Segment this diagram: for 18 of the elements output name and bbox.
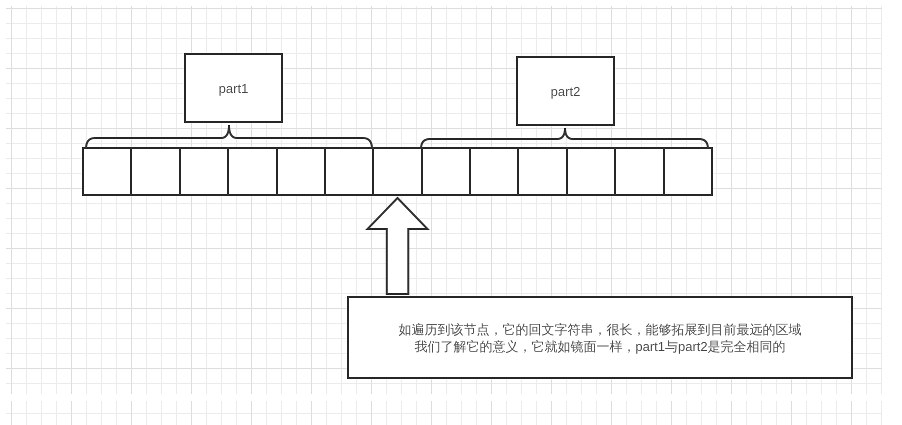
- array-cell: [82, 147, 132, 196]
- part-box: part1: [184, 53, 283, 123]
- array-cell: [517, 147, 568, 196]
- array-cell: [614, 147, 665, 196]
- array-cell: [663, 147, 713, 196]
- array-cell: [372, 147, 423, 196]
- array-cell: [179, 147, 229, 196]
- block-arrow: [365, 197, 430, 295]
- array-cell: [227, 147, 278, 196]
- note-box: [347, 296, 853, 379]
- array-cell: [130, 147, 181, 196]
- note-text: 如遍历到该节点，它的回文字符串，很长，能够拓展到目前最远的区域我们了解它的意义，它就如镜面一样，part1与part2是完全相同的: [398, 320, 802, 354]
- array-cell: [276, 147, 326, 196]
- array-cell: [421, 147, 471, 196]
- part-box: part2: [516, 56, 615, 126]
- array-cell: [566, 147, 616, 196]
- array-cell: [324, 147, 374, 196]
- array-cell: [469, 147, 519, 196]
